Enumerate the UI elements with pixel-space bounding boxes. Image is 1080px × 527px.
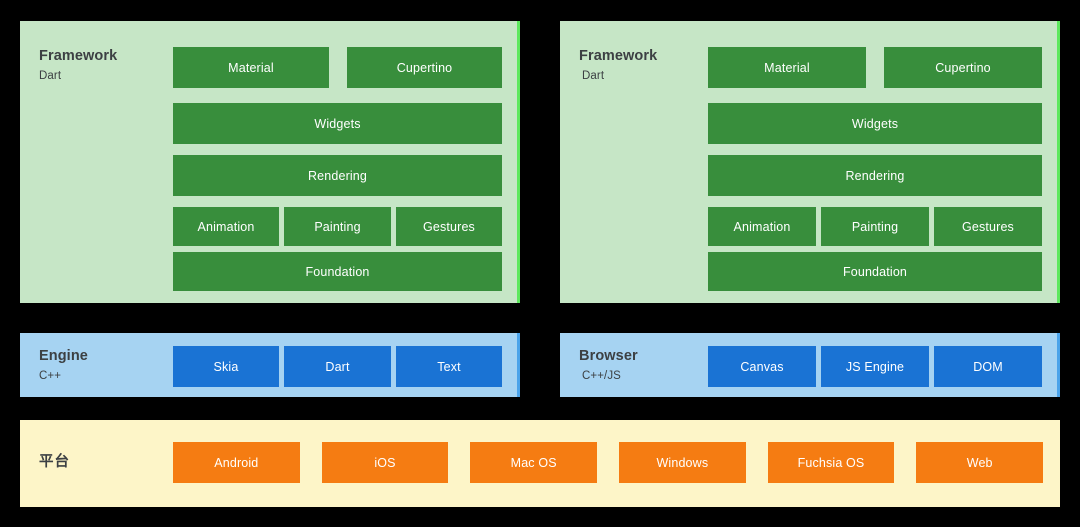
framework-title: Framework (579, 47, 658, 64)
framework-row-foundation-web: Foundation (708, 252, 1042, 291)
platform-box-fuchsia-os[interactable]: Fuchsia OS (767, 442, 895, 483)
engine-box-skia[interactable]: Skia (173, 346, 279, 387)
framework-box-cupertino[interactable]: Cupertino (347, 47, 502, 88)
engine-subtitle: C++ (39, 369, 62, 382)
framework-box-gestures[interactable]: Gestures (934, 207, 1042, 246)
framework-box-cupertino[interactable]: Cupertino (884, 47, 1042, 88)
framework-row-trio-web: Animation Painting Gestures (708, 207, 1042, 246)
framework-row-widgets-web: Widgets (708, 103, 1042, 144)
platform-title: 平台 (39, 453, 70, 470)
engine-row-web: Canvas JS Engine DOM (708, 346, 1042, 387)
engine-box-canvas[interactable]: Canvas (708, 346, 816, 387)
framework-row-rendering-native: Rendering (173, 155, 502, 196)
engine-box-text[interactable]: Text (396, 346, 502, 387)
framework-row-top-web: Material Cupertino (708, 47, 1042, 88)
framework-box-animation[interactable]: Animation (708, 207, 816, 246)
framework-row-widgets-native: Widgets (173, 103, 502, 144)
framework-box-painting[interactable]: Painting (284, 207, 391, 246)
platform-row: Android iOS Mac OS Windows Fuchsia OS We… (173, 442, 1044, 483)
framework-row-rendering-web: Rendering (708, 155, 1042, 196)
framework-caption-native: Framework Dart (39, 42, 117, 88)
framework-panel-native: Framework Dart Material Cupertino Widget… (20, 21, 520, 303)
framework-row-top-native: Material Cupertino (173, 47, 502, 88)
framework-box-foundation[interactable]: Foundation (173, 252, 502, 291)
framework-box-material[interactable]: Material (173, 47, 329, 88)
platform-box-windows[interactable]: Windows (619, 442, 746, 483)
engine-subtitle: C++/JS (582, 369, 621, 382)
framework-box-gestures[interactable]: Gestures (396, 207, 502, 246)
framework-row-trio-native: Animation Painting Gestures (173, 207, 502, 246)
platform-box-android[interactable]: Android (173, 442, 300, 483)
engine-caption-web: Browser C++/JS (579, 343, 638, 387)
platform-caption: 平台 (39, 450, 70, 474)
framework-box-widgets[interactable]: Widgets (708, 103, 1042, 144)
framework-title: Framework (39, 47, 118, 64)
framework-box-widgets[interactable]: Widgets (173, 103, 502, 144)
engine-box-dom[interactable]: DOM (934, 346, 1042, 387)
engine-caption-native: Engine C++ (39, 343, 88, 387)
engine-title: Engine (39, 347, 88, 364)
framework-row-foundation-native: Foundation (173, 252, 502, 291)
platform-box-web[interactable]: Web (916, 442, 1044, 483)
platform-box-mac-os[interactable]: Mac OS (470, 442, 598, 483)
framework-box-animation[interactable]: Animation (173, 207, 279, 246)
engine-row-native: Skia Dart Text (173, 346, 502, 387)
platform-box-ios[interactable]: iOS (321, 442, 449, 483)
engine-box-dart[interactable]: Dart (284, 346, 391, 387)
framework-box-material[interactable]: Material (708, 47, 866, 88)
engine-panel-native: Engine C++ Skia Dart Text (20, 333, 520, 397)
framework-subtitle: Dart (39, 69, 62, 82)
framework-box-rendering[interactable]: Rendering (173, 155, 502, 196)
platform-panel: 平台 Android iOS Mac OS Windows Fuchsia OS… (20, 420, 1060, 507)
framework-caption-web: Framework Dart (579, 42, 657, 88)
engine-panel-web: Browser C++/JS Canvas JS Engine DOM (560, 333, 1060, 397)
engine-title: Browser (579, 347, 638, 364)
framework-box-painting[interactable]: Painting (821, 207, 929, 246)
framework-box-foundation[interactable]: Foundation (708, 252, 1042, 291)
framework-subtitle: Dart (582, 69, 605, 82)
framework-panel-web: Framework Dart Material Cupertino Widget… (560, 21, 1060, 303)
framework-box-rendering[interactable]: Rendering (708, 155, 1042, 196)
engine-box-js-engine[interactable]: JS Engine (821, 346, 929, 387)
